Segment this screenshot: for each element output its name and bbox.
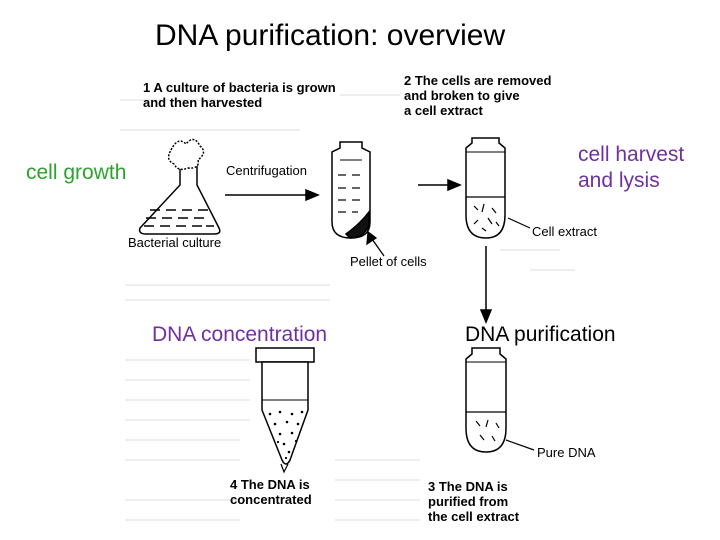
pure-dna-tube xyxy=(465,347,507,453)
step-1-text: 1 A culture of bacteria is grown and the… xyxy=(143,80,336,110)
arrow-purification xyxy=(479,246,493,324)
label-cell-growth: cell growth xyxy=(26,161,127,184)
annotation-pellet-of-cells: Pellet of cells xyxy=(350,254,427,269)
annotation-pure-dna: Pure DNA xyxy=(537,445,596,460)
annotation-centrifugation: Centrifugation xyxy=(226,163,307,178)
arrow-lysis xyxy=(418,178,462,192)
step-3-text: 3 The DNA is purified from the cell extr… xyxy=(428,479,520,524)
annotation-bacterial-culture: Bacterial culture xyxy=(128,235,222,250)
arrow-centrifugation xyxy=(225,188,320,202)
background-bleed xyxy=(120,94,575,521)
step-4-text: 4 The DNA is concentrated xyxy=(230,477,312,507)
pure-dna-arrow xyxy=(505,439,535,451)
cell-extract-arrow xyxy=(507,217,531,229)
label-dna-concentration: DNA concentration xyxy=(152,323,328,346)
culture-flask xyxy=(138,138,221,235)
slide-title: DNA purification: overview xyxy=(155,19,506,52)
pellet-arrow xyxy=(366,230,385,257)
label-cell-harvest-lysis: cell harvest and lysis xyxy=(578,143,685,192)
annotation-cell-extract: Cell extract xyxy=(532,224,598,239)
label-dna-purification: DNA purification xyxy=(465,323,616,346)
concentration-tube xyxy=(255,347,315,474)
centrifuge-tube xyxy=(331,141,371,239)
cell-extract-tube xyxy=(465,137,506,239)
step-2-text: 2 The cells are removed and broken to gi… xyxy=(404,73,552,118)
